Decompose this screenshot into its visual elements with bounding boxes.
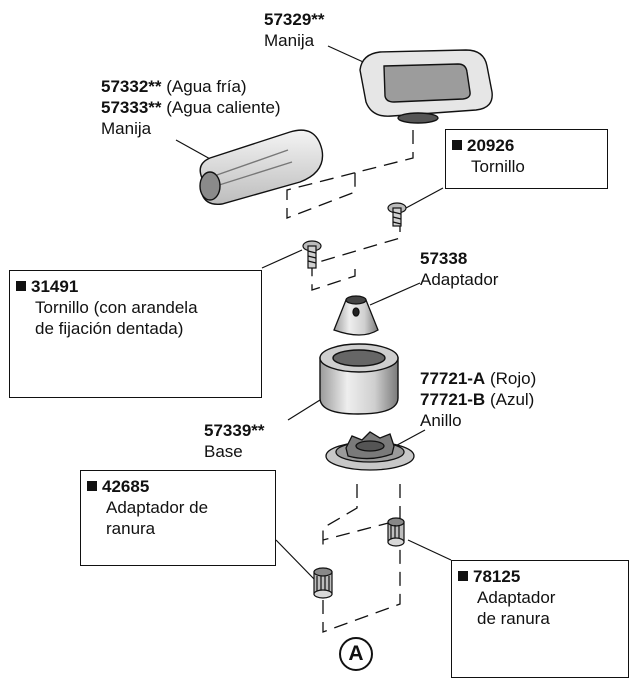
part-name: Tornillo (con arandela bbox=[35, 298, 198, 317]
label-lever-handle: 57332** (Agua fría) 57333** (Agua calien… bbox=[101, 76, 281, 139]
part-number: 20926 bbox=[467, 136, 515, 155]
dash-screw-pair bbox=[311, 218, 401, 291]
part-name: Manija bbox=[264, 31, 315, 50]
part-name: Base bbox=[204, 442, 243, 461]
dash-handle-to-screw bbox=[286, 130, 414, 219]
square-bullet-icon bbox=[16, 281, 26, 291]
part-number: 42685 bbox=[102, 477, 150, 496]
part-number: 31491 bbox=[31, 277, 79, 296]
part-number: 57332** bbox=[101, 77, 162, 96]
part-name: Adaptador bbox=[477, 588, 556, 607]
square-bullet-icon bbox=[87, 481, 97, 491]
part-number: 77721-A bbox=[420, 369, 486, 388]
base-57339 bbox=[319, 343, 399, 415]
dash-lower-bottom bbox=[322, 548, 401, 633]
leader-base-57339 bbox=[287, 399, 321, 421]
part-name: de ranura bbox=[477, 609, 550, 628]
adapter-42685 bbox=[313, 567, 333, 599]
part-desc: (Azul) bbox=[489, 390, 535, 409]
label-ring: 77721-A (Rojo) 77721-B (Azul) Anillo bbox=[420, 368, 536, 431]
part-number: 57329** bbox=[264, 10, 325, 29]
part-number: 57333** bbox=[101, 98, 162, 117]
part-name: Anillo bbox=[420, 411, 462, 430]
part-name: ranura bbox=[106, 519, 156, 538]
square-bullet-icon bbox=[458, 571, 468, 581]
box-screw-31491: 31491 Tornillo (con arandela de fijación… bbox=[9, 270, 262, 398]
leader-lever-handle bbox=[175, 139, 213, 161]
part-number: 57339** bbox=[204, 421, 265, 440]
square-bullet-icon bbox=[452, 140, 462, 150]
part-number: 78125 bbox=[473, 567, 521, 586]
box-adapter-42685: 42685 Adaptador de ranura bbox=[80, 470, 276, 566]
box-adapter-78125: 78125 Adaptador de ranura bbox=[451, 560, 629, 678]
lever-handle bbox=[199, 129, 324, 205]
adapter-57338 bbox=[333, 295, 379, 336]
part-number: 77721-B bbox=[420, 390, 486, 409]
part-name: Adaptador bbox=[420, 270, 499, 289]
part-desc: (Rojo) bbox=[489, 369, 537, 388]
adapter-78125 bbox=[387, 517, 405, 547]
label-square-handle: 57329** Manija bbox=[264, 9, 325, 51]
leader-screw-31491 bbox=[261, 249, 303, 269]
part-name: Adaptador de bbox=[106, 498, 209, 517]
part-name: Tornillo bbox=[471, 157, 525, 176]
part-name: Manija bbox=[101, 119, 152, 138]
leader-adapter-78125 bbox=[407, 539, 452, 561]
callout-a-circle: A bbox=[339, 637, 373, 671]
part-desc: (Agua fría) bbox=[166, 77, 247, 96]
screw-right bbox=[387, 202, 407, 227]
label-adapter-57338: 57338 Adaptador bbox=[420, 248, 498, 290]
box-screw-20926: 20926 Tornillo bbox=[445, 129, 608, 189]
part-name: de fijación dentada) bbox=[35, 319, 184, 338]
dash-lower-upper bbox=[322, 484, 358, 548]
part-number: 57338 bbox=[420, 249, 468, 268]
leader-screw-20926 bbox=[405, 187, 444, 209]
screw-left bbox=[302, 240, 322, 269]
ring-77721 bbox=[325, 431, 415, 471]
label-base-57339: 57339** Base bbox=[204, 420, 265, 462]
part-desc: (Agua caliente) bbox=[166, 98, 281, 117]
leader-adapter-57338 bbox=[369, 282, 421, 306]
square-handle bbox=[359, 49, 493, 124]
leader-adapter-42685 bbox=[275, 539, 316, 581]
